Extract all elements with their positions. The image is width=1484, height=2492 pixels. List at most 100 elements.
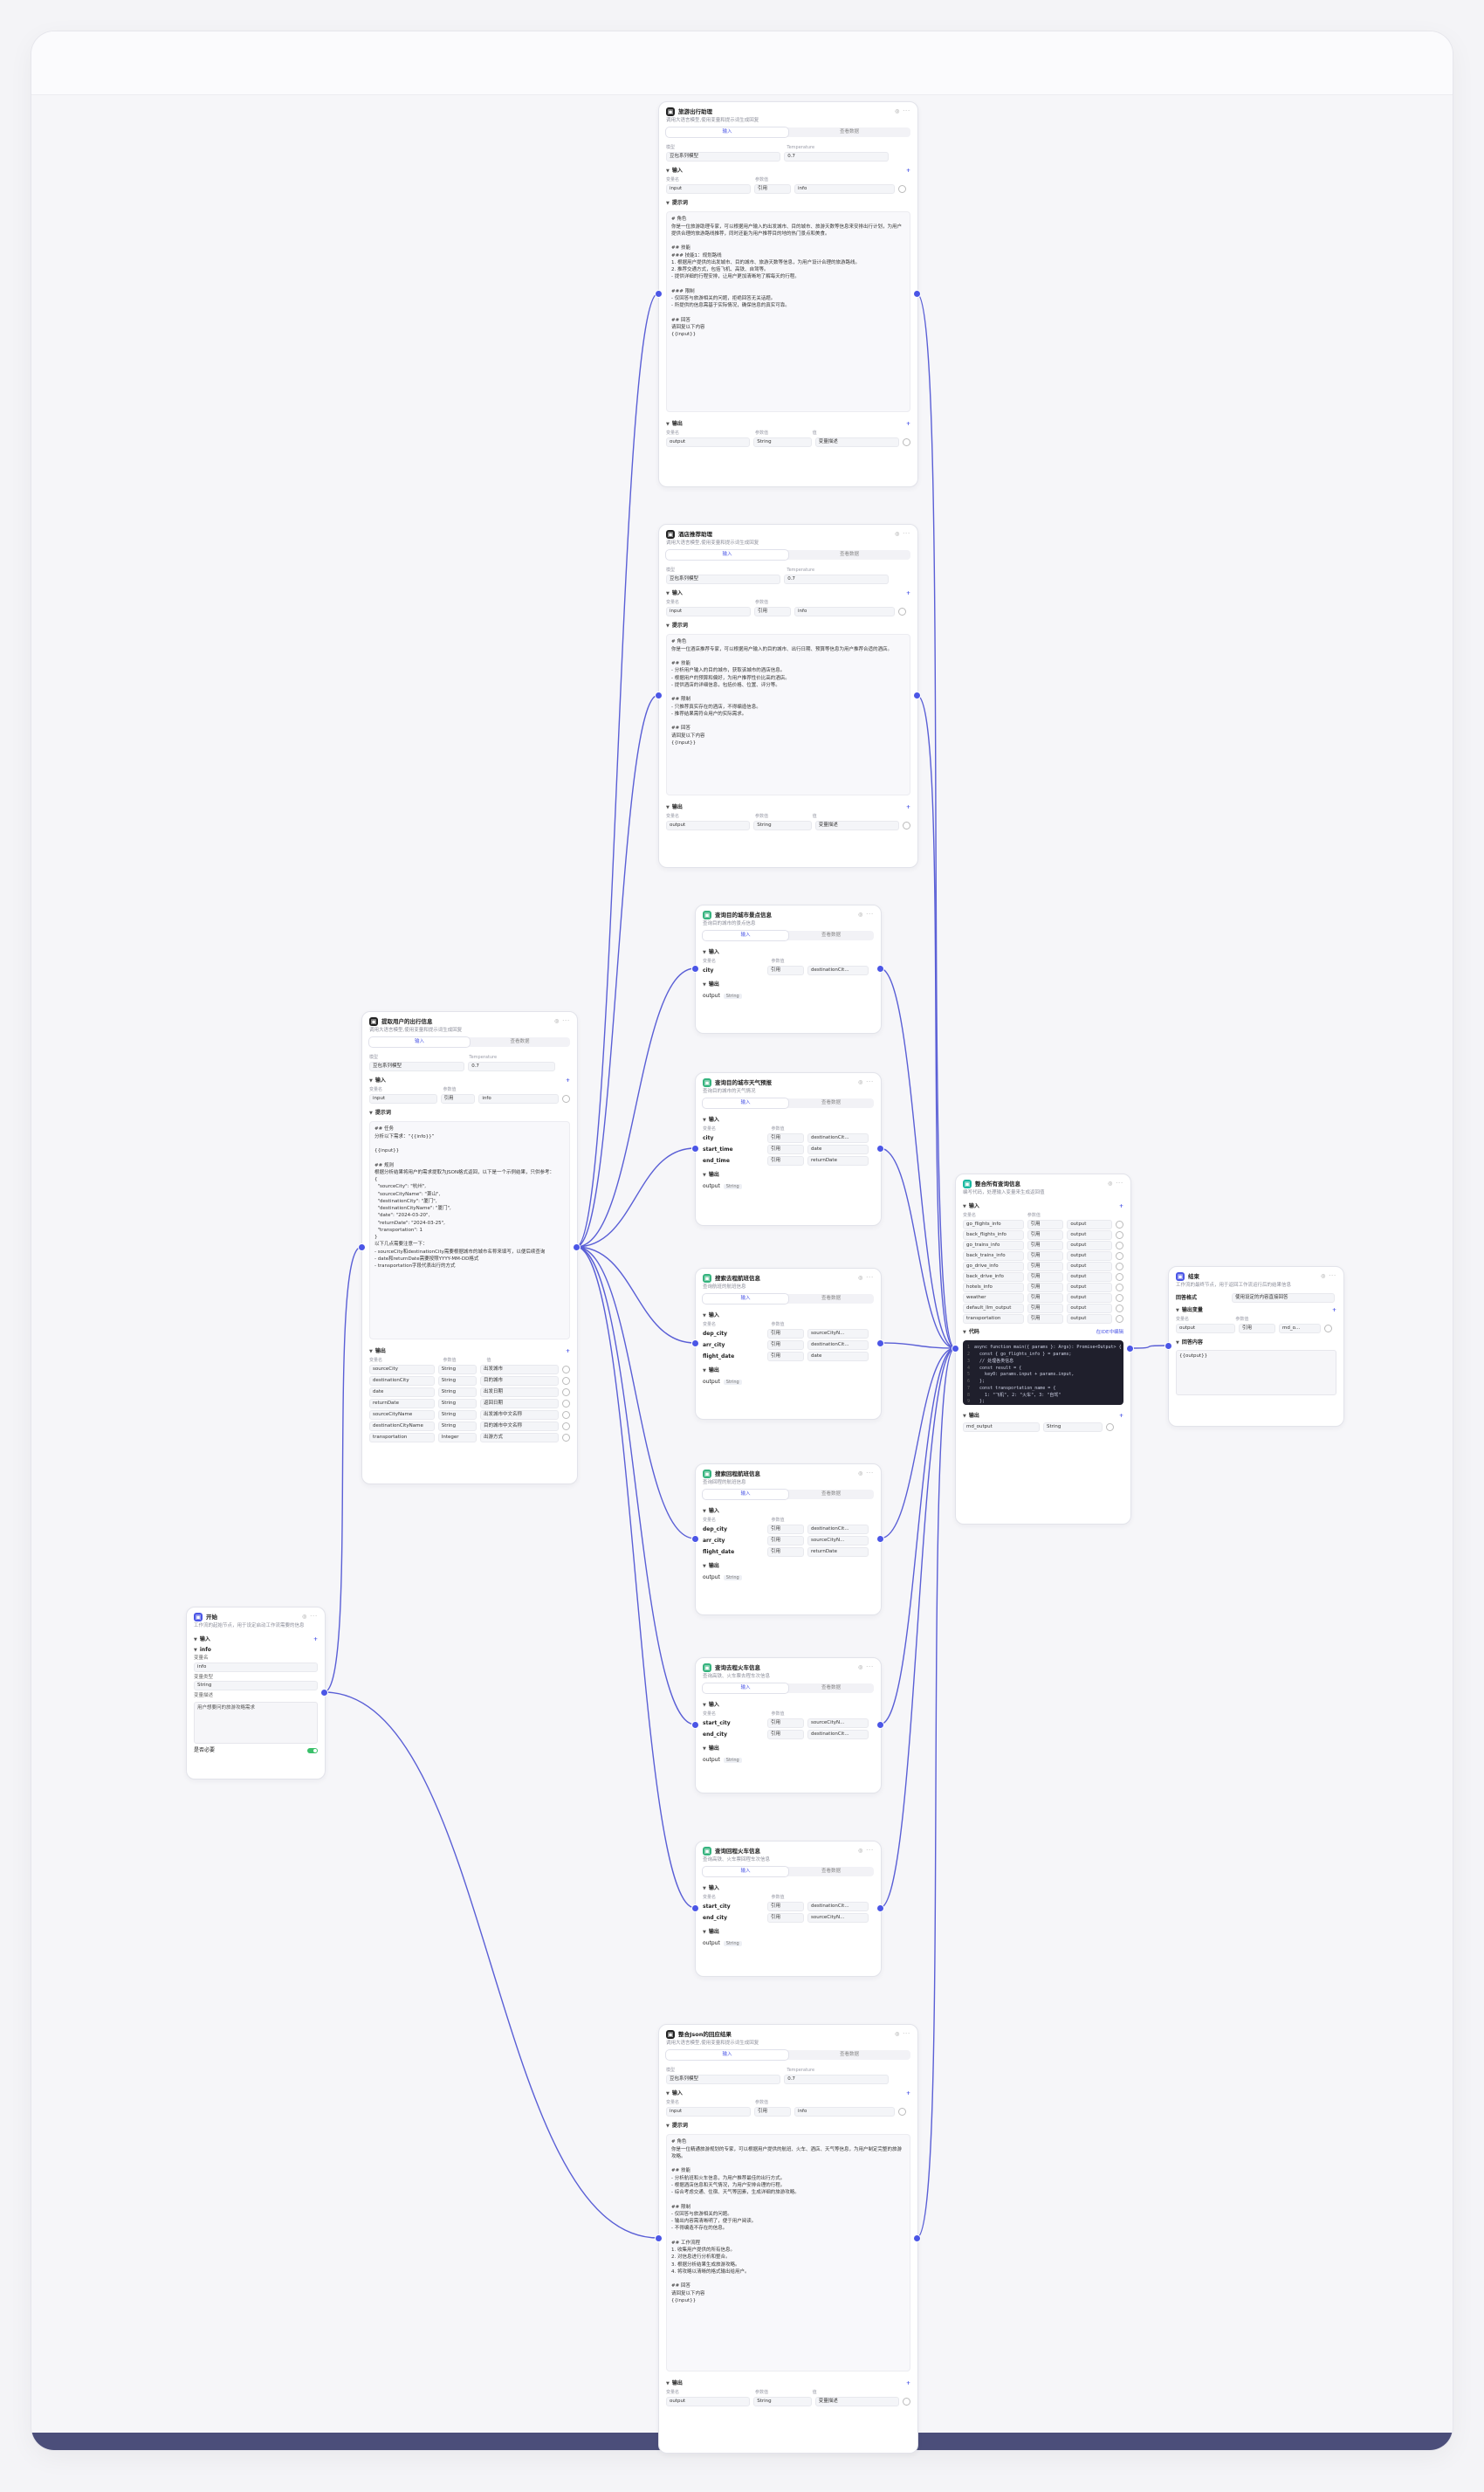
param-value-select[interactable]: output bbox=[1067, 1303, 1112, 1313]
input-section-header[interactable]: ▼输入 bbox=[703, 1883, 874, 1894]
param-value-select[interactable]: output bbox=[1067, 1313, 1112, 1324]
chevron-down-icon[interactable]: ▼ bbox=[194, 1648, 197, 1654]
chevron-down-icon[interactable]: ▼ bbox=[666, 169, 670, 175]
param-name-field[interactable]: go_flights_info bbox=[963, 1219, 1024, 1229]
more-icon[interactable]: ◎ ··· bbox=[895, 530, 910, 537]
ref-select[interactable]: 引用 bbox=[767, 1352, 804, 1362]
output-type-select[interactable]: String bbox=[1043, 1422, 1103, 1433]
output-name-field[interactable]: destinationCityName bbox=[369, 1422, 435, 1432]
output-desc-field[interactable]: 返回日期 bbox=[479, 1399, 559, 1409]
input-handle[interactable] bbox=[358, 1243, 366, 1251]
ref-select[interactable]: 引用 bbox=[1027, 1261, 1064, 1271]
output-name-field[interactable]: transportation bbox=[369, 1433, 435, 1443]
output-desc-field[interactable]: 目的城市中文名称 bbox=[479, 1422, 559, 1432]
model-select[interactable]: 豆包系列模型 bbox=[666, 2075, 781, 2085]
model-select[interactable]: 豆包系列模型 bbox=[369, 1062, 465, 1072]
output-handle[interactable] bbox=[876, 1904, 884, 1912]
output-handle[interactable] bbox=[876, 1339, 884, 1347]
output-desc-field[interactable]: 变量描述 bbox=[814, 821, 899, 831]
tab-input[interactable]: 输入 bbox=[703, 1683, 788, 1694]
ref-select[interactable]: 引用 bbox=[767, 1133, 804, 1144]
remove-icon[interactable] bbox=[1116, 1241, 1123, 1249]
add-icon[interactable]: + bbox=[565, 1077, 570, 1084]
output-handle[interactable] bbox=[876, 1535, 884, 1543]
tab-input[interactable]: 输入 bbox=[666, 127, 788, 138]
param-value-select[interactable]: returnDate bbox=[807, 1156, 869, 1167]
chevron-down-icon[interactable]: ▼ bbox=[666, 2124, 670, 2130]
tab-output[interactable]: 查看数据 bbox=[839, 129, 859, 135]
prompt-editor[interactable]: ## 任务 分析以下需求：“{{info}}” {{input}} ## 规则 … bbox=[369, 1121, 570, 1340]
param-name-field[interactable]: input bbox=[666, 184, 751, 195]
remove-icon[interactable] bbox=[562, 1434, 570, 1442]
remove-icon[interactable] bbox=[562, 1366, 570, 1374]
chevron-down-icon[interactable]: ▼ bbox=[703, 1886, 706, 1892]
add-icon[interactable]: + bbox=[905, 590, 910, 597]
ref-select[interactable]: 引用 bbox=[767, 1730, 804, 1740]
output-section-header[interactable]: ▼输出 bbox=[703, 980, 874, 990]
ref-select[interactable]: 引用 bbox=[767, 1536, 804, 1546]
output-type-select[interactable]: String bbox=[437, 1387, 477, 1398]
start-input-header[interactable]: ▼输入+ bbox=[194, 1635, 318, 1645]
param-value-select[interactable]: date bbox=[807, 1145, 869, 1155]
input-handle[interactable] bbox=[691, 1721, 699, 1729]
chevron-down-icon[interactable]: ▼ bbox=[963, 1414, 966, 1420]
param-name-field[interactable]: weather bbox=[963, 1292, 1024, 1303]
var-desc-field[interactable]: 用户想要问的旅游攻略需求 bbox=[194, 1701, 318, 1744]
input-handle[interactable] bbox=[691, 1145, 699, 1153]
output-handle[interactable] bbox=[876, 1145, 884, 1153]
end-output-header[interactable]: ▼输出变量+ bbox=[1176, 1305, 1336, 1316]
remove-icon[interactable] bbox=[1116, 1283, 1123, 1291]
more-icon[interactable]: ◎ ··· bbox=[302, 1613, 318, 1620]
param-value-select[interactable]: destinationCit... bbox=[807, 1133, 869, 1144]
ref-select[interactable]: 引用 bbox=[440, 1094, 476, 1105]
prompt-editor[interactable]: # 角色 你是一位旅游助理专家，可以根据用户输入的出发城市、目的城市、旅游天数等… bbox=[666, 211, 910, 413]
param-value-select[interactable]: info bbox=[794, 607, 895, 617]
chevron-down-icon[interactable]: ▼ bbox=[703, 982, 706, 988]
output-type-select[interactable]: String bbox=[437, 1365, 477, 1375]
ref-select[interactable]: 引用 bbox=[1027, 1271, 1064, 1282]
more-icon[interactable]: ◎ ··· bbox=[554, 1017, 570, 1024]
add-icon[interactable]: + bbox=[313, 1636, 318, 1643]
tab-input[interactable]: 输入 bbox=[369, 1037, 470, 1048]
input-section-header[interactable]: ▼输入+ bbox=[369, 1076, 570, 1086]
output-section-header[interactable]: ▼输出 bbox=[703, 1366, 874, 1376]
output-type-select[interactable]: String bbox=[437, 1410, 477, 1421]
param-value-select[interactable]: output bbox=[1067, 1219, 1112, 1229]
tab-input[interactable]: 输入 bbox=[703, 931, 788, 941]
chevron-down-icon[interactable]: ▼ bbox=[703, 1173, 706, 1179]
output-name-field[interactable]: output bbox=[666, 2397, 751, 2407]
remove-icon[interactable] bbox=[898, 2108, 906, 2117]
param-value-select[interactable]: output bbox=[1067, 1282, 1112, 1292]
tool-node[interactable]: ▣查询回程火车信息◎ ···查询高铁、火车票回程车次信息输入查看数据▼输入变量名… bbox=[695, 1841, 882, 1977]
param-value-select[interactable]: sourceCityN... bbox=[807, 1913, 869, 1924]
param-value-select[interactable]: date bbox=[807, 1352, 869, 1362]
add-icon[interactable]: + bbox=[1118, 1203, 1123, 1210]
info-variable-header[interactable]: ▼info bbox=[194, 1645, 318, 1656]
remove-icon[interactable] bbox=[903, 438, 910, 447]
chevron-down-icon[interactable]: ▼ bbox=[703, 1703, 706, 1709]
tool-node[interactable]: ▣查询去程火车信息◎ ···查询高铁、火车票去程车次信息输入查看数据▼输入变量名… bbox=[695, 1657, 882, 1793]
tab-input[interactable]: 输入 bbox=[666, 2050, 788, 2061]
remove-icon[interactable] bbox=[898, 185, 906, 194]
remove-icon[interactable] bbox=[1116, 1220, 1123, 1229]
parse-travel-info-node[interactable]: ▣提取用户的出行信息◎ ···调用大语言模型,使用变量和提示词生成回复输入查看数… bbox=[361, 1011, 578, 1484]
input-handle[interactable] bbox=[952, 1345, 959, 1353]
ref-select[interactable]: 引用 bbox=[767, 1525, 804, 1535]
param-value-select[interactable]: output bbox=[1067, 1261, 1112, 1271]
temperature-input[interactable]: 0.7 bbox=[784, 152, 890, 162]
output-section-header[interactable]: ▼输出+ bbox=[963, 1411, 1123, 1422]
input-section-header[interactable]: ▼输入+ bbox=[963, 1201, 1123, 1212]
output-type-select[interactable]: String bbox=[753, 821, 812, 831]
remove-icon[interactable] bbox=[562, 1377, 570, 1386]
output-desc-field[interactable]: 目的城市 bbox=[479, 1376, 559, 1387]
model-select[interactable]: 豆包系列模型 bbox=[666, 575, 781, 585]
input-handle[interactable] bbox=[655, 692, 663, 699]
param-name-field[interactable]: back_trains_info bbox=[963, 1250, 1024, 1261]
add-icon[interactable]: + bbox=[905, 168, 910, 175]
input-section-header[interactable]: ▼输入 bbox=[703, 1700, 874, 1711]
param-name-field[interactable]: go_trains_info bbox=[963, 1240, 1024, 1250]
output-handle[interactable] bbox=[1126, 1345, 1134, 1353]
output-value-select[interactable]: md_o... bbox=[1279, 1324, 1321, 1334]
travel-assistant-node[interactable]: ▣旅游出行助理◎ ···调用大语言模型,使用变量和提示词生成回复输入查看数据模型… bbox=[658, 101, 918, 487]
chevron-down-icon[interactable]: ▼ bbox=[703, 1746, 706, 1752]
